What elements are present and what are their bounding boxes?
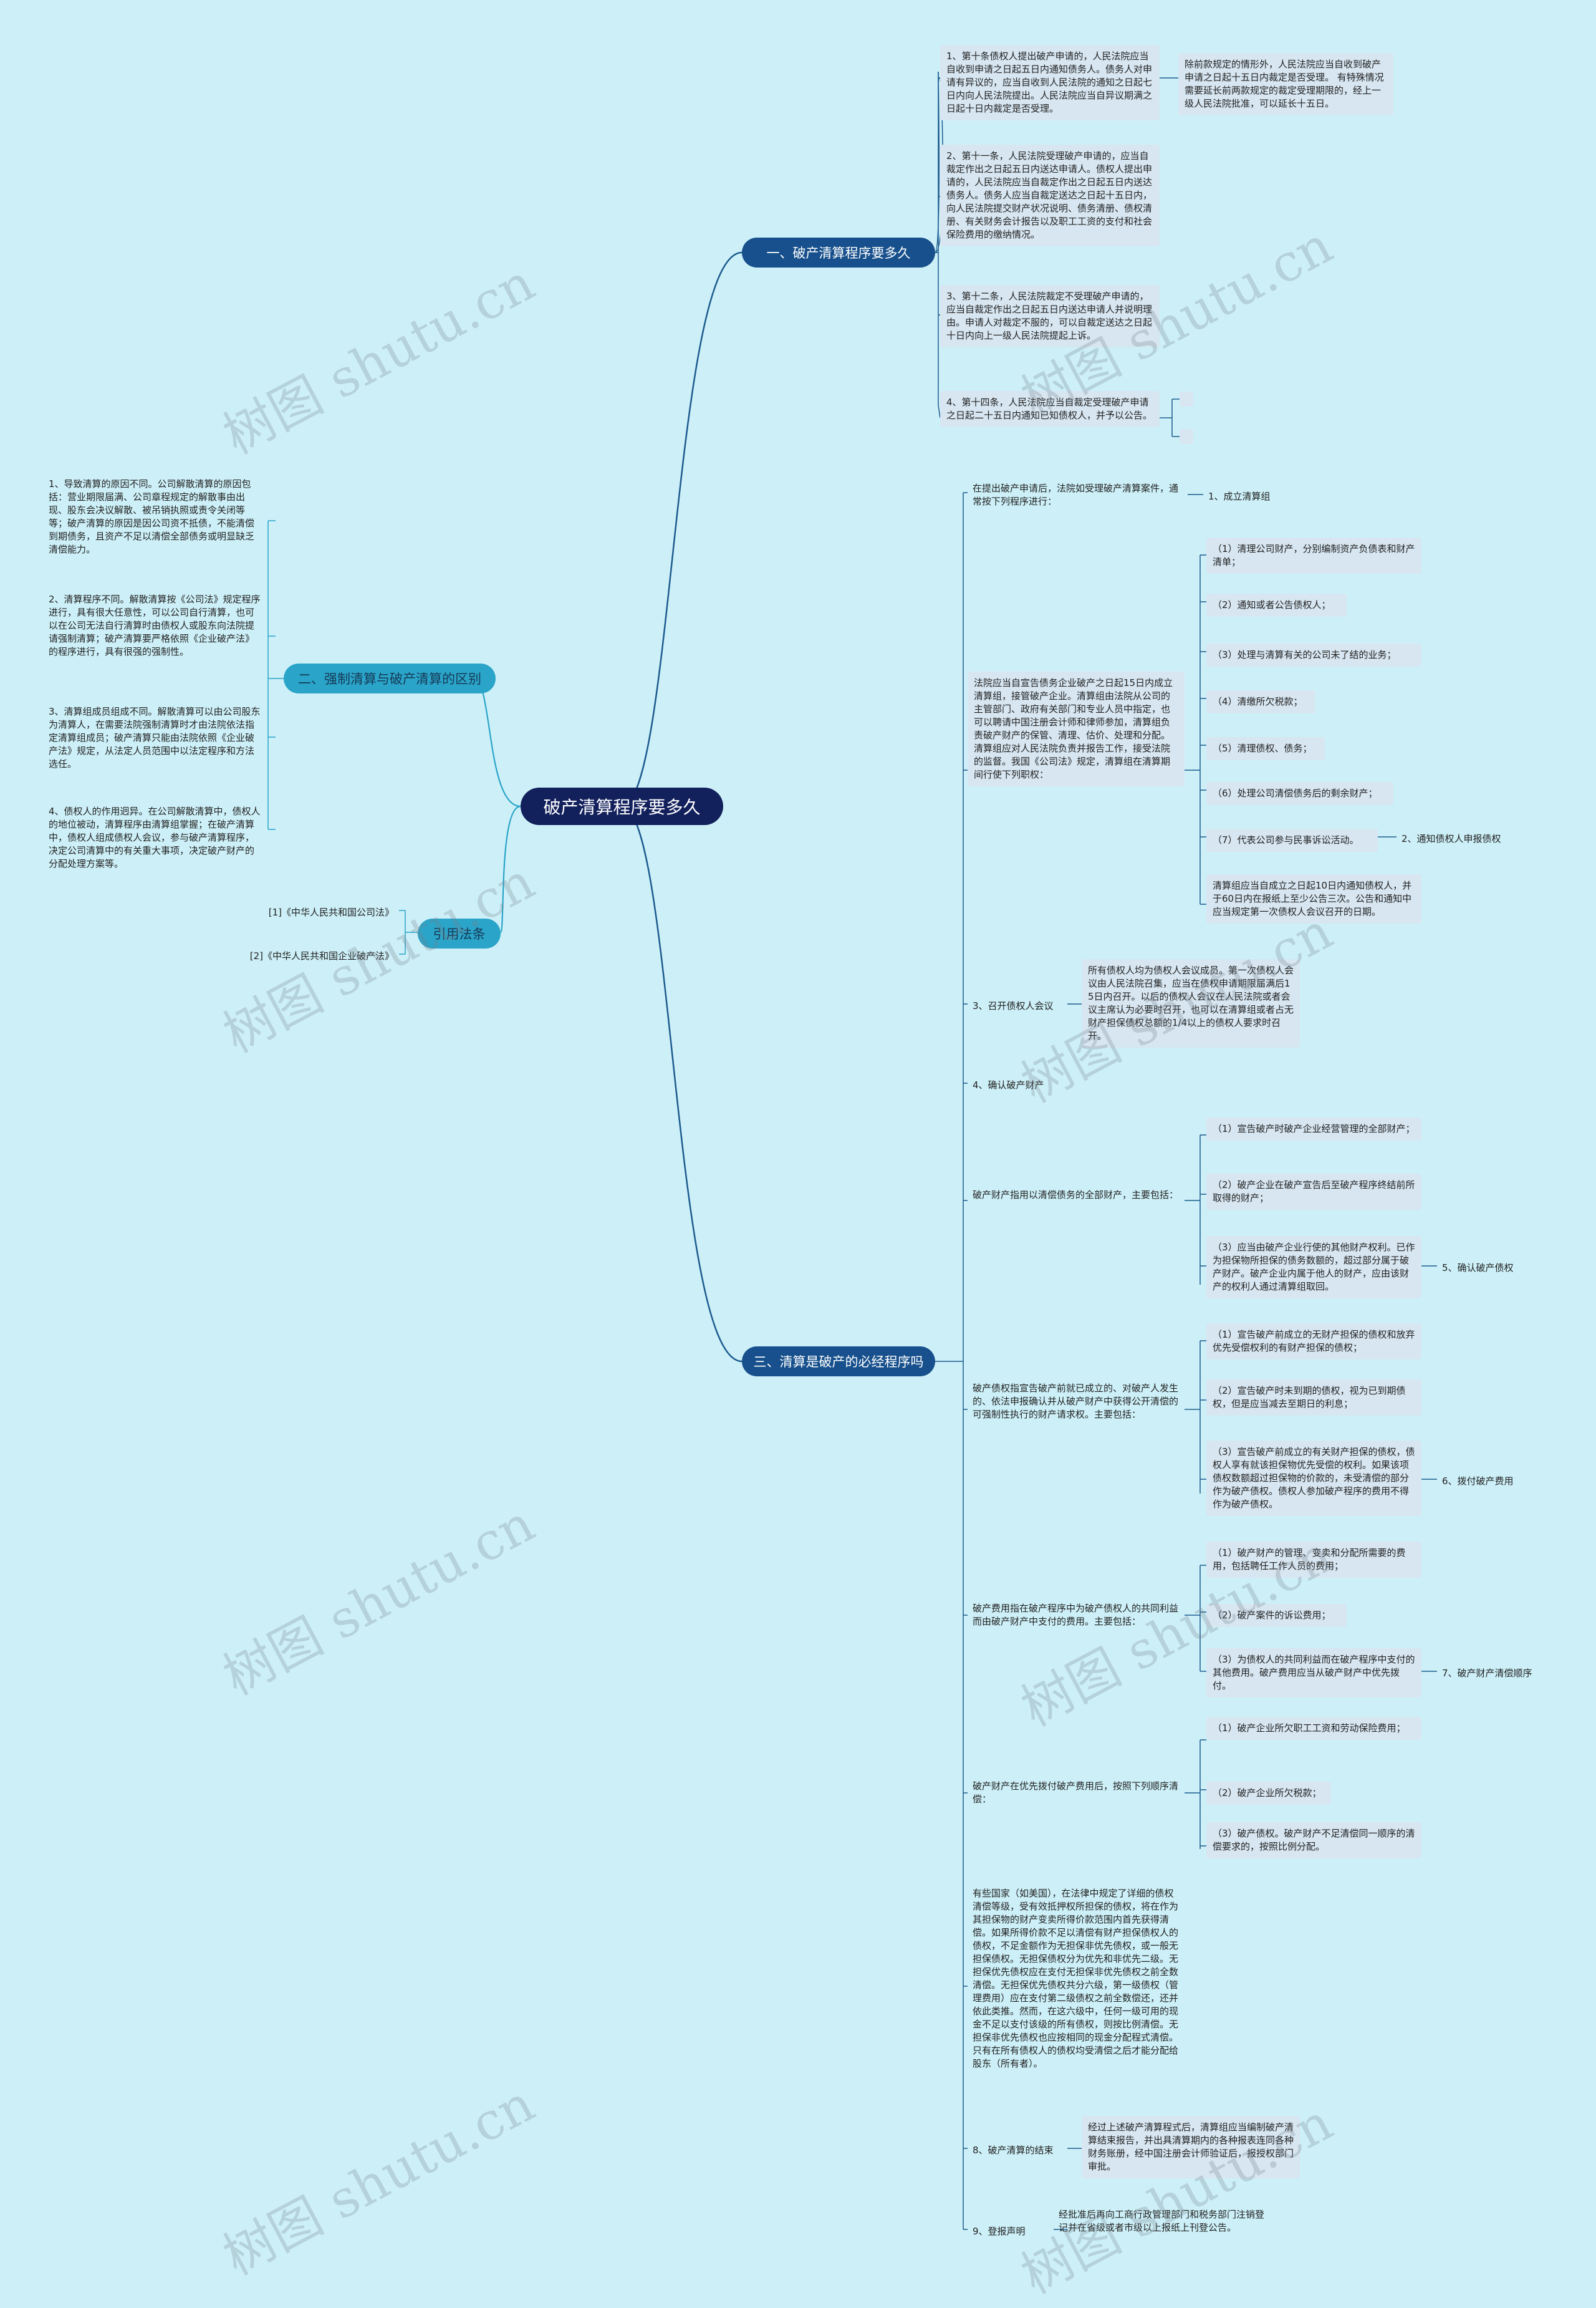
end-note[interactable]: 经过上述破产清算程式后，清算组应当编制破产清算结束报告，并出具清算期内的各种报表…	[1082, 2116, 1300, 2178]
step-7[interactable]: 7、破产财产清偿顺序	[1442, 1668, 1532, 1679]
b2-members[interactable]: 3、清算组成员组成不同。解散清算可以由公司股东为清算人，在需要法院强制清算时才由…	[49, 706, 261, 770]
b4-liquidation-group[interactable]: 法院应当自宣告债务企业破产之日起15日内成立清算组，接管破产企业。清算组由法院从…	[968, 672, 1185, 786]
order-2[interactable]: （2）破产企业所欠税款；	[1206, 1782, 1331, 1805]
claim-2[interactable]: （2）宣告破产时未到期的债权，视为已到期债权，但是应当减去至期日的利息；	[1206, 1379, 1421, 1416]
b1-article-10[interactable]: 1、第十条债权人提出破产申请的，人民法院应当自收到申请之日起五日内通知债务人。债…	[940, 45, 1160, 120]
b4-usa[interactable]: 有些国家（如美国），在法律中规定了详细的债权清偿等级，受有效抵押权所担保的债权，…	[973, 1888, 1179, 2069]
step-2[interactable]: 2、通知债权人申报债权	[1401, 833, 1501, 844]
claim-1[interactable]: （1）宣告破产前成立的无财产担保的债权和放弃优先受偿权利的有财产担保的债权；	[1206, 1323, 1421, 1359]
empty-node-1[interactable]	[1180, 392, 1193, 407]
empty-node-2[interactable]	[1180, 429, 1193, 444]
step-8[interactable]: 8、破产清算的结束	[973, 2145, 1054, 2156]
step-5[interactable]: 5、确认破产债权	[1442, 1262, 1514, 1273]
root-node[interactable]: 破产清算程序要多久	[521, 788, 723, 825]
b1-article-12[interactable]: 3、第十二条，人民法院裁定不受理破产申请的，应当自裁定作出之日起五日内送达申请人…	[940, 285, 1160, 347]
duty-5[interactable]: （5）清理债权、债务；	[1206, 737, 1325, 760]
property-2[interactable]: （2）破产企业在破产宣告后至破产程序终结前所取得的财产；	[1206, 1174, 1421, 1210]
branch-necessary[interactable]: 三、清算是破产的必经程序吗	[742, 1346, 935, 1376]
b4-expenses[interactable]: 破产费用指在破产程序中为破产债权人的共同利益而由破产财产中支付的费用。主要包括：	[973, 1603, 1179, 1627]
order-3[interactable]: （3）破产债权。破产财产不足清偿同一顺序的清偿要求的，按照比例分配。	[1206, 1822, 1421, 1858]
step-3[interactable]: 3、召开债权人会议	[973, 1000, 1054, 1012]
b2-creditors[interactable]: 4、债权人的作用迥异。在公司解散清算中，债权人的地位被动，清算程序由清算组掌握；…	[49, 806, 261, 869]
notify-creditors-note[interactable]: 清算组应当自成立之日起10日内通知债权人，并于60日内在报纸上至少公告三次。公告…	[1206, 874, 1421, 924]
step-1[interactable]: 1、成立清算组	[1208, 491, 1271, 502]
creditors-meeting-note[interactable]: 所有债权人均为债权人会议成员。第一次债权人会议由人民法院召集，应当在债权申请期限…	[1082, 959, 1300, 1048]
step-9[interactable]: 9、登报声明	[973, 2226, 1026, 2237]
duty-3[interactable]: （3）处理与清算有关的公司未了结的业务；	[1206, 644, 1421, 667]
step-6[interactable]: 6、拨付破产费用	[1442, 1475, 1514, 1487]
branch-difference[interactable]: 二、强制清算与破产清算的区别	[284, 664, 496, 693]
duty-1[interactable]: （1）清理公司财产，分别编制资产负债表和财产清单；	[1206, 538, 1421, 574]
expense-3[interactable]: （3）为债权人的共同利益而在破产程序中支付的其他费用。破产费用应当从破产财产中优…	[1206, 1648, 1421, 1697]
b4-order[interactable]: 破产财产在优先拨付破产费用后，按照下列顺序清偿：	[973, 1780, 1179, 1805]
order-1[interactable]: （1）破产企业所欠职工工资和劳动保险费用；	[1206, 1717, 1421, 1740]
ref-bankruptcy-law[interactable]: [2]《中华人民共和国企业破产法》	[249, 950, 394, 962]
expense-2[interactable]: （2）破产案件的诉讼费用；	[1206, 1604, 1347, 1627]
b1-article-14[interactable]: 4、第十四条，人民法院应当自裁定受理破产申请之日起二十五日内通知已知债权人，并予…	[940, 391, 1160, 427]
ref-company-law[interactable]: [1]《中华人民共和国公司法》	[268, 907, 394, 918]
b4-intro[interactable]: 在提出破产申请后，法院如受理破产清算案件，通常按下列程序进行：	[973, 483, 1179, 507]
b4-property[interactable]: 破产财产指用以清偿债务的全部财产，主要包括：	[973, 1189, 1179, 1200]
notice-note[interactable]: 经批准后再向工商行政管理部门和税务部门注销登记并在省级或者市级以上报纸上刊登公告…	[1059, 2209, 1265, 2233]
duty-4[interactable]: （4）清缴所欠税款；	[1206, 690, 1315, 713]
property-1[interactable]: （1）宣告破产时破产企业经营管理的全部财产；	[1206, 1118, 1421, 1141]
b4-claims[interactable]: 破产债权指宣告破产前就已成立的、对破产人发生的、依法申报确认并从破产财产中获得公…	[973, 1383, 1179, 1420]
duty-2[interactable]: （2）通知或者公告债权人；	[1206, 594, 1347, 617]
branch-references[interactable]: 引用法条	[418, 919, 501, 949]
b2-reason[interactable]: 1、导致清算的原因不同。公司解散清算的原因包括：营业期限届满、公司章程规定的解散…	[49, 478, 255, 555]
b2-procedure[interactable]: 2、清算程序不同。解散清算按《公司法》规定程序进行，具有很大任意性，可以公司自行…	[49, 594, 261, 657]
claim-3[interactable]: （3）宣告破产前成立的有关财产担保的债权，债权人享有就该担保物优先受偿的权利。如…	[1206, 1441, 1421, 1516]
duty-7[interactable]: （7）代表公司参与民事诉讼活动。	[1206, 829, 1378, 852]
branch-duration[interactable]: 一、破产清算程序要多久	[742, 238, 935, 268]
step-4[interactable]: 4、确认破产财产	[973, 1079, 1044, 1091]
property-3[interactable]: （3）应当由破产企业行使的其他财产权利。已作为担保物所担保的债务数额的，超过部分…	[1206, 1236, 1421, 1298]
b1-article-11[interactable]: 2、第十一条，人民法院受理破产申请的，应当自裁定作出之日起五日内送达申请人。债权…	[940, 145, 1160, 246]
duty-6[interactable]: （6）处理公司清偿债务后的剩余财产；	[1206, 782, 1393, 805]
b1-article-10-note[interactable]: 除前款规定的情形外，人民法院应当自收到破产申请之日起十五日内裁定是否受理。 有特…	[1178, 53, 1393, 115]
expense-1[interactable]: （1）破产财产的管理、变卖和分配所需要的费用，包括聘任工作人员的费用；	[1206, 1542, 1421, 1578]
